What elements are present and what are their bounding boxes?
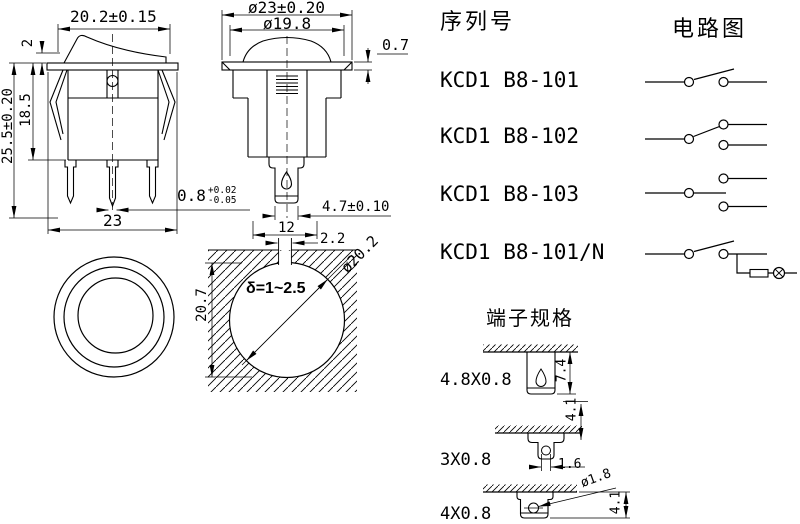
dim-hole-height: 20.7 [194,288,210,322]
dim-rocker-dia: ø19.8 [263,14,312,33]
terminal-3-drawing [483,484,630,519]
model-kcd1-b8-101n: KCD1 B8-101/N [440,240,605,264]
side-view-dimensions [221,10,408,246]
dim-flange-thickness: 0.7 [382,36,410,54]
dim-body-width: 12 [278,220,295,236]
dim-rocker-protrusion: 2 [20,38,36,48]
circuit-spst-neon [645,240,797,280]
dim-rocker-width: 20.2±0.15 [70,7,157,26]
heading-terminal-spec: 端子规格 [486,308,574,330]
dim-keyway: 2.2 [320,231,346,247]
terminal-2-label: 3X0.8 [440,450,492,470]
dim-pin-thickness: 0.8 +0.02 -0.05 [177,186,237,206]
model-kcd1-b8-103: KCD1 B8-103 [440,182,580,206]
front-view [46,34,179,210]
pin-dim-tolerance: +0.02 -0.05 [208,186,237,206]
terminal-2-drawing [495,425,585,471]
neon-lamp-symbol [772,266,786,280]
pin-dim-tol-minus: -0.05 [207,194,237,206]
terminal-2-dim-hole: 1.6 [558,457,582,472]
dim-body-height: 18.5 [18,93,34,127]
dim-flange-dia: ø23±0.20 [248,0,326,17]
terminal-3-dim-height: 4.1 [608,490,624,515]
terminal-1-dim-height: 7.4 [554,358,570,383]
bottom-view [53,256,175,378]
circuit-spst [645,68,767,88]
model-kcd1-b8-102: KCD1 B8-102 [440,124,580,148]
pin-dim-tol-plus: +0.02 [207,185,237,196]
terminal-1-dim-gap: 4.1 [564,397,580,422]
heading-circuit-diagram: 电路图 [672,16,748,41]
side-view [221,36,353,218]
circuit-spdt-center-off [645,173,767,212]
mounting-hole-view [205,238,357,392]
panel-thickness-note: δ=1~2.5 [246,280,306,297]
dim-terminal: 4.7±0.10 [322,199,390,215]
front-view-dimensions [9,24,250,234]
resistor-symbol [749,268,769,278]
circuit-spdt [645,119,767,151]
model-kcd1-b8-101: KCD1 B8-101 [440,68,580,92]
terminal-1-label: 4.8X0.8 [440,370,512,390]
dim-flange-width: 23 [103,211,123,230]
terminal-1-drawing [483,344,588,440]
dim-total-height: 25.5±0.20 [0,88,16,164]
pin-dim-value: 0.8 [177,185,206,205]
terminal-3-label: 4X0.8 [440,504,492,524]
heading-serial-number: 序列号 [440,9,516,34]
